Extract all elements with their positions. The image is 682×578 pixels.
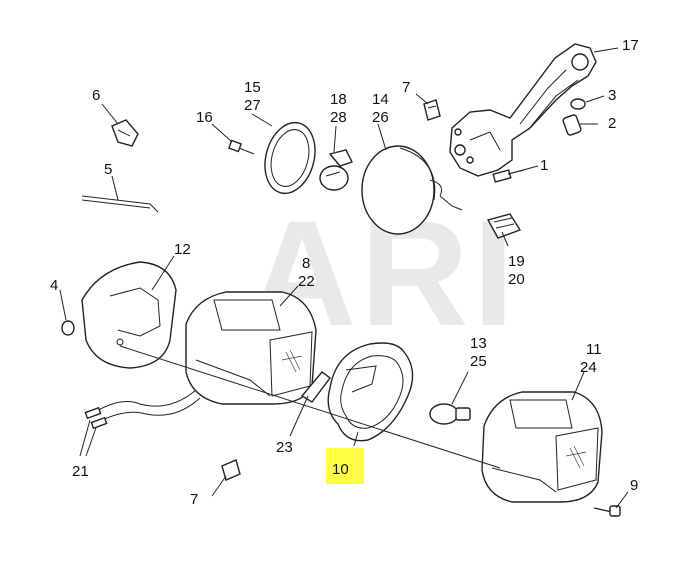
part-19-connector[interactable] xyxy=(486,213,522,239)
callout-27[interactable]: 27 xyxy=(244,97,261,114)
part-16-screw[interactable] xyxy=(228,139,255,155)
part-7-clip-upper[interactable] xyxy=(423,99,441,121)
callout-2[interactable]: 2 xyxy=(608,115,616,132)
part-17-mount-bracket[interactable] xyxy=(449,43,597,177)
part-18-bulb[interactable] xyxy=(319,149,353,191)
callout-16[interactable]: 16 xyxy=(196,109,213,126)
assembly-axis-line xyxy=(119,345,501,469)
leader-lines xyxy=(59,47,629,509)
callout-4[interactable]: 4 xyxy=(50,277,58,294)
part-11-right-lamp-housing[interactable] xyxy=(481,391,603,503)
part-12-back-plate[interactable] xyxy=(81,261,177,369)
part-4-grommet[interactable] xyxy=(61,320,75,336)
callout-25[interactable]: 25 xyxy=(470,353,487,370)
part-9-bolt[interactable] xyxy=(593,505,621,517)
part-3-washer[interactable] xyxy=(570,98,586,110)
part-2-bolt[interactable] xyxy=(562,114,582,136)
part-7-clip-lower[interactable] xyxy=(221,459,241,481)
callout-7-lower[interactable]: 7 xyxy=(190,491,198,508)
callout-3[interactable]: 3 xyxy=(608,87,616,104)
callout-6[interactable]: 6 xyxy=(92,87,100,104)
part-14-lamp-housing[interactable] xyxy=(361,145,463,235)
part-5-rod[interactable] xyxy=(81,195,159,213)
callout-13[interactable]: 13 xyxy=(470,335,487,352)
highlight-box xyxy=(326,448,364,484)
callout-5[interactable]: 5 xyxy=(104,161,112,178)
part-8-left-lamp-housing[interactable] xyxy=(185,291,317,405)
callout-7-upper[interactable]: 7 xyxy=(402,79,410,96)
callout-labels: 1 2 3 4 5 6 7 7 8 9 10 11 12 13 14 15 16… xyxy=(50,37,639,508)
callout-26[interactable]: 26 xyxy=(372,109,389,126)
callout-23[interactable]: 23 xyxy=(276,439,293,456)
callout-14[interactable]: 14 xyxy=(372,91,389,108)
callout-1[interactable]: 1 xyxy=(540,157,548,174)
part-6-clip[interactable] xyxy=(111,119,139,147)
callout-20[interactable]: 20 xyxy=(508,271,525,288)
callout-11[interactable]: 11 xyxy=(586,341,602,358)
callout-19[interactable]: 19 xyxy=(508,253,525,270)
part-1-screw[interactable] xyxy=(492,169,525,183)
callout-12[interactable]: 12 xyxy=(174,241,191,258)
part-15-trim-ring[interactable] xyxy=(258,117,323,199)
callout-18[interactable]: 18 xyxy=(330,91,347,108)
callout-9[interactable]: 9 xyxy=(630,477,638,494)
callout-28[interactable]: 28 xyxy=(330,109,347,126)
callout-22[interactable]: 22 xyxy=(298,273,315,290)
callout-10[interactable]: 10 xyxy=(332,461,349,478)
callout-8[interactable]: 8 xyxy=(302,255,310,272)
part-23-gasket[interactable] xyxy=(300,371,331,403)
callout-17[interactable]: 17 xyxy=(622,37,639,54)
callout-24[interactable]: 24 xyxy=(580,359,597,376)
part-10-lens-gasket[interactable] xyxy=(327,342,414,442)
callout-15[interactable]: 15 xyxy=(244,79,261,96)
callout-21[interactable]: 21 xyxy=(72,463,89,480)
part-13-bulb[interactable] xyxy=(429,403,471,425)
